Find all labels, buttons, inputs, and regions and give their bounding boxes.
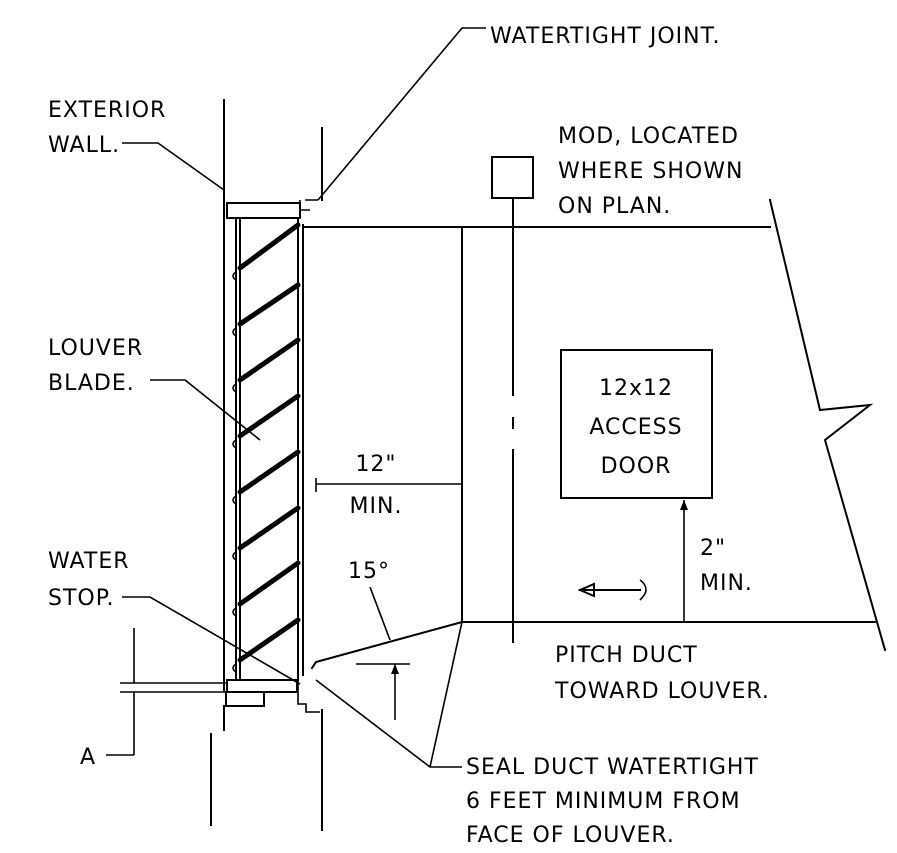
access-door[interactable]: 12x12 ACCESS DOOR — [560, 349, 713, 499]
duct — [302, 156, 887, 670]
access-door-label-2: DOOR — [601, 454, 672, 479]
pitch-label: PITCH DUCT — [555, 643, 698, 668]
water-stop-label: WATER — [48, 549, 130, 574]
mod-label: MOD, LOCATED — [558, 124, 739, 149]
angle-label: 15° — [348, 559, 390, 584]
seal-label: SEAL DUCT WATERTIGHT — [466, 755, 759, 780]
watertight-joint-label: WATERTIGHT JOINT. — [490, 24, 720, 49]
louver-blade-label: LOUVER — [48, 336, 143, 361]
dim-2-label: 2" — [700, 536, 726, 561]
louver-frame — [225, 199, 320, 713]
pitch-label-2: TOWARD LOUVER. — [554, 679, 770, 704]
seal-label-2: 6 FEET MINIMUM FROM — [466, 789, 741, 814]
mod-device — [491, 156, 534, 199]
dimensions — [106, 478, 688, 756]
seal-label-3: FACE OF LOUVER. — [466, 823, 675, 848]
exterior-wall — [210, 99, 323, 831]
mod-label-3: ON PLAN. — [558, 194, 671, 219]
exterior-wall-label-2: WALL. — [48, 133, 120, 158]
dim-a-label: A — [80, 745, 96, 770]
leaders — [122, 27, 486, 768]
access-door-size-label: 12x12 — [599, 376, 673, 401]
access-door-label: ACCESS — [589, 415, 682, 440]
dim-12-label: 12" — [355, 452, 396, 477]
labels: WATERTIGHT JOINT. EXTERIOR WALL. MOD, LO… — [48, 24, 770, 848]
dim-12-min-label: MIN. — [350, 494, 403, 519]
louver-blades[interactable] — [232, 222, 301, 673]
dim-2-min-label: MIN. — [700, 571, 753, 596]
water-stop-label-2: STOP. — [48, 586, 115, 611]
mod-label-2: WHERE SHOWN — [558, 159, 743, 184]
louver-blade-label-2: BLADE. — [48, 371, 135, 396]
exterior-wall-label: EXTERIOR — [48, 98, 166, 123]
